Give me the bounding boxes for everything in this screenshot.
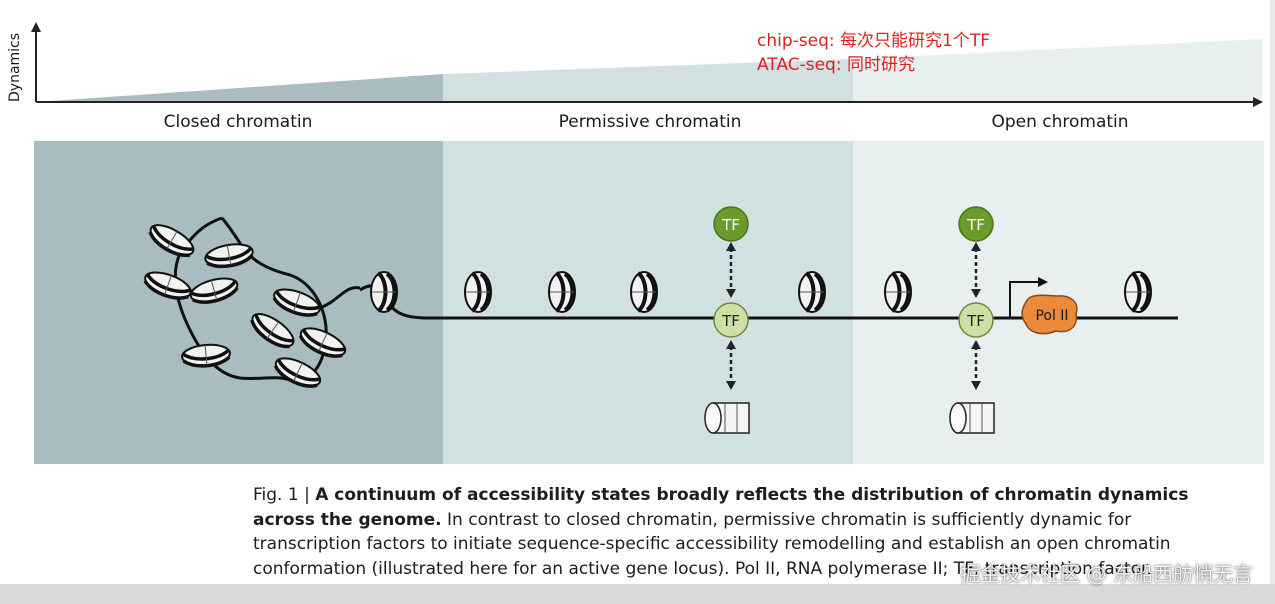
exchange-arrows [729,248,978,384]
dynamics-axes [31,22,1263,107]
tf-bound-2: TF [958,302,994,338]
permissive-chromatin-label: Permissive chromatin [558,112,742,132]
closed-chromatin-label: Closed chromatin [163,112,313,132]
closed-chromatin-cluster [140,216,361,394]
arrow-heads [726,242,981,390]
tss-arrow [1009,281,1040,318]
tf-bound-1: TF [713,302,749,338]
watermark: 掘金技术社区 @ 东船西舫悄无言 [960,562,1253,586]
tf-free-2-label: TF [966,216,985,234]
page-edge [1270,0,1275,584]
tf-bound-2-label: TF [966,312,985,330]
bottom-bar [0,584,1275,604]
tss-arrow-head [1038,277,1048,287]
caption-body: In contrast to closed chromatin, permiss… [253,509,1171,579]
tf-free-1: TF [713,206,749,242]
tf-bound-1-label: TF [721,312,740,330]
dynamics-wedge [36,39,1262,102]
y-axis-label: Dynamics [7,32,23,102]
displaced-nucleosomes [704,402,995,434]
open-chromatin-label: Open chromatin [991,112,1129,132]
pol-ii-label: Pol II [1035,308,1068,324]
tf-free-1-label: TF [721,216,740,234]
annotation-atacseq: ATAC-seq: 同时研究 [757,55,915,75]
tf-free-2: TF [958,206,994,242]
pol-ii: Pol II [1021,294,1078,335]
caption-title: A continuum of accessibility states broa… [253,485,1189,530]
figure-caption: Fig. 1 | A continuum of accessibility st… [253,483,1243,581]
annotation-chipseq: chip-seq: 每次只能研究1个TF [757,31,990,51]
caption-fig: Fig. 1 | [253,485,316,505]
